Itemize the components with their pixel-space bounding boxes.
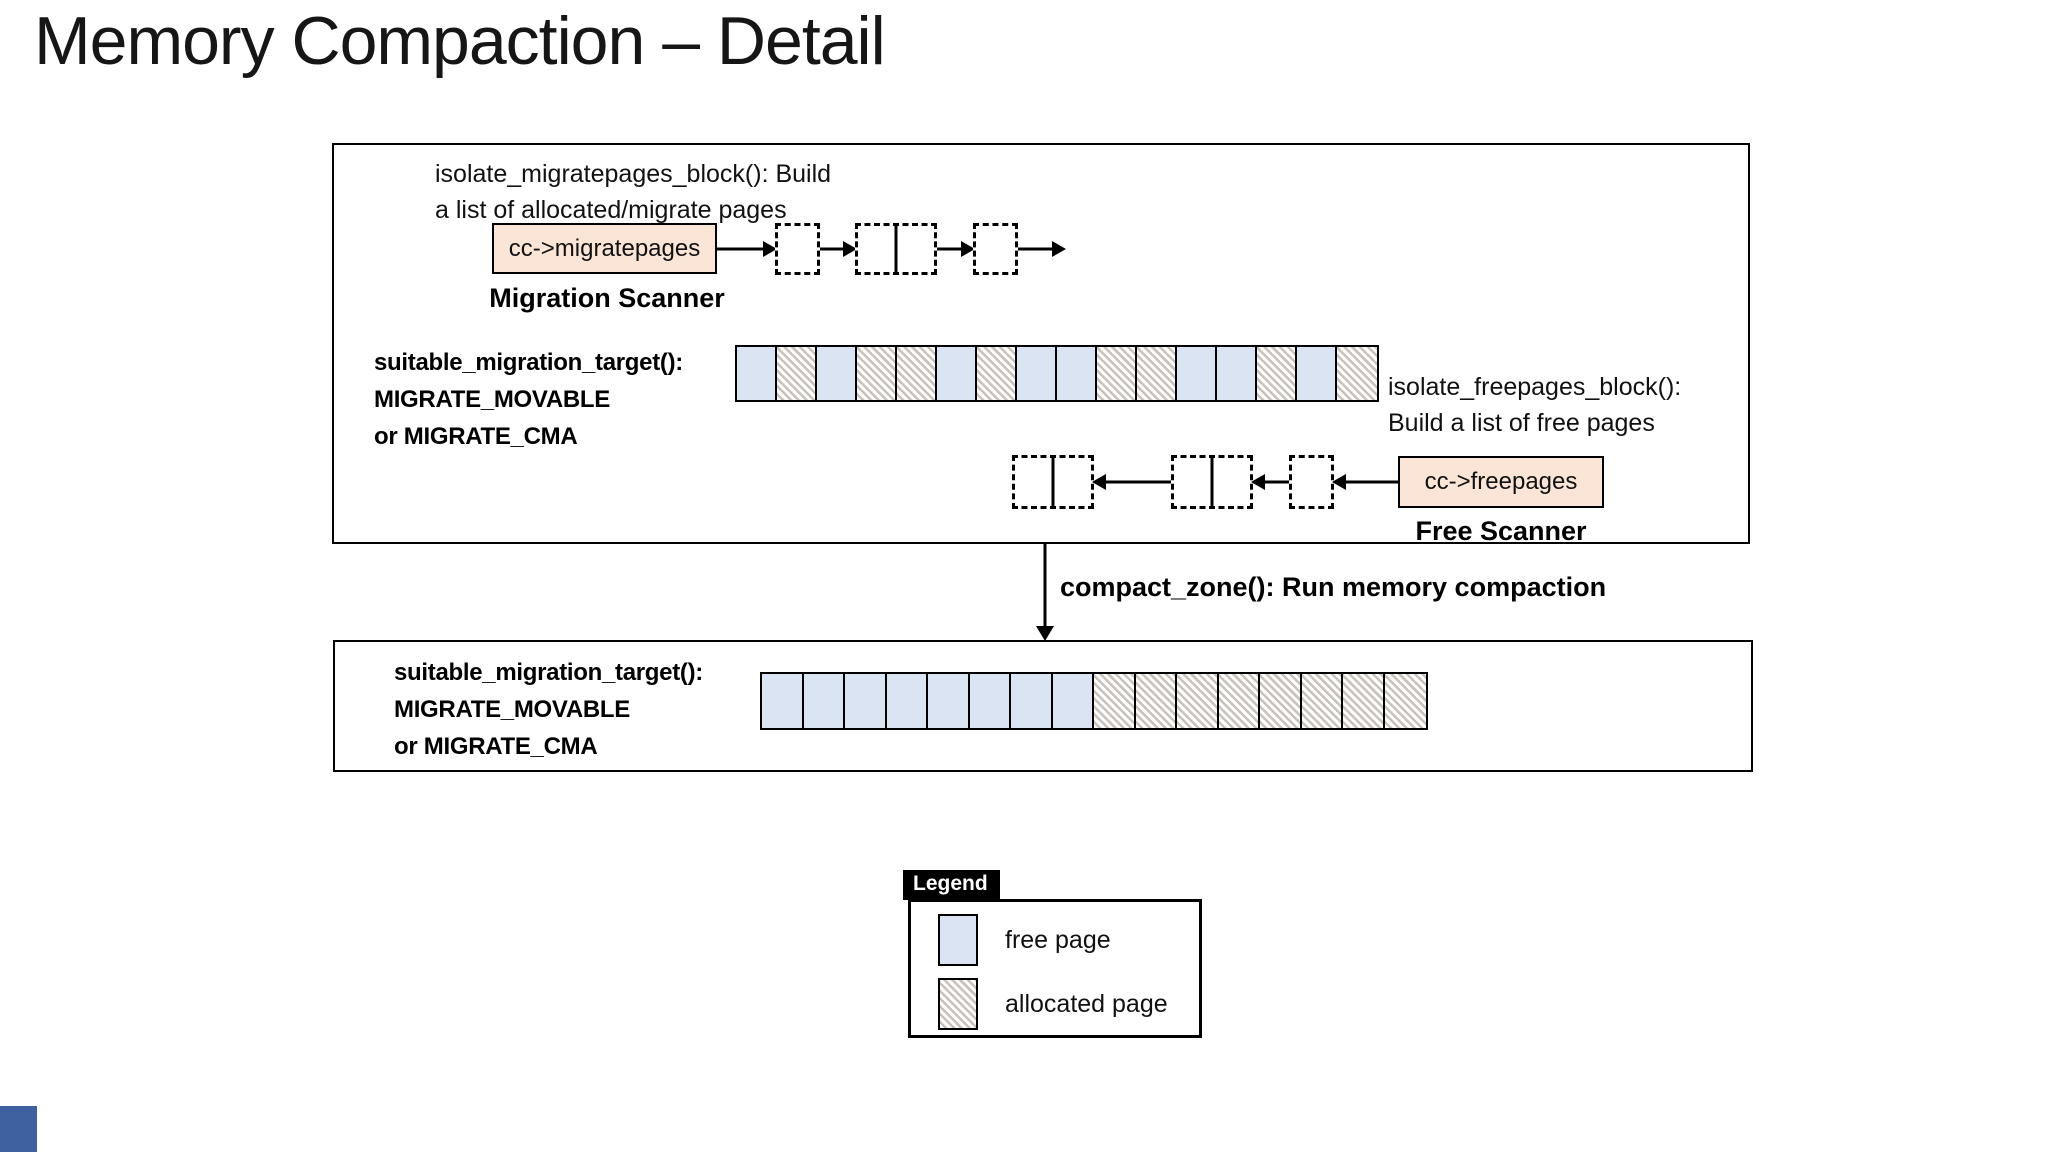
page-cell-free: [937, 347, 977, 400]
isolate-migratepages-note: isolate_migratepages_block(): Build a li…: [435, 156, 831, 228]
suitable-line3: or MIGRATE_CMA: [394, 733, 598, 760]
legend-box: free page allocated page: [908, 899, 1202, 1038]
page-list-node-pair: [1171, 455, 1253, 509]
page-cell-allocated: [1137, 347, 1177, 400]
page-cell-free: [1297, 347, 1337, 400]
page-cell-allocated: [897, 347, 937, 400]
zone-after-box: suitable_migration_target(): MIGRATE_MOV…: [333, 640, 1753, 772]
page-cell-free: [803, 674, 845, 728]
isolate-freepages-note-line2: Build a list of free pages: [1388, 409, 1655, 437]
page-cell-free: [969, 674, 1011, 728]
suitable-line1: suitable_migration_target():: [394, 659, 703, 686]
page-list-node: [973, 223, 1018, 275]
suitable-migration-target-note-after: suitable_migration_target(): MIGRATE_MOV…: [394, 654, 703, 765]
page-title: Memory Compaction – Detail: [34, 3, 886, 79]
page-cell-allocated: [1177, 674, 1219, 728]
memory-row-before: [735, 345, 1379, 402]
legend-swatch-allocated-page: [938, 978, 978, 1030]
arrow-right: [717, 223, 777, 275]
page-cell-free: [886, 674, 928, 728]
page-cell-allocated: [1097, 347, 1137, 400]
arrow-left: [1092, 455, 1171, 509]
legend-label-allocated-page: allocated page: [1005, 990, 1168, 1018]
legend-title-tab: Legend: [903, 870, 1000, 900]
arrow-shaft: [1043, 544, 1047, 630]
freepages-linked-list: [1012, 455, 1399, 509]
zone-before-box: isolate_migratepages_block(): Build a li…: [332, 143, 1750, 546]
arrow-right: [937, 223, 975, 275]
cc-freepages-label: cc->freepages: [1424, 468, 1578, 495]
page-cell-allocated: [777, 347, 817, 400]
arrow-head: [1036, 626, 1054, 641]
arrow-right: [820, 223, 857, 275]
page-cell-allocated: [857, 347, 897, 400]
arrow-left: [1332, 455, 1399, 509]
page-cell-free: [762, 674, 804, 728]
isolate-freepages-note: isolate_freepages_block(): Build a list …: [1388, 369, 1681, 441]
page-cell-allocated: [1384, 674, 1426, 728]
page-cell-allocated: [1257, 347, 1297, 400]
slide-corner-accent: [0, 1106, 37, 1152]
page-cell-free: [1057, 347, 1097, 400]
page-cell-allocated: [1094, 674, 1136, 728]
page-cell-free: [737, 347, 777, 400]
legend-swatch-free-page: [938, 914, 978, 966]
page-list-node-pair: [1012, 455, 1094, 509]
page-cell-free: [1217, 347, 1257, 400]
suitable-line2: MIGRATE_MOVABLE: [374, 386, 610, 413]
cc-migratepages-label: cc->migratepages: [508, 234, 701, 262]
isolate-freepages-note-line1: isolate_freepages_block():: [1388, 373, 1682, 401]
page-cell-allocated: [977, 347, 1017, 400]
page-cell-free: [1011, 674, 1053, 728]
cc-migratepages-box: cc->migratepages: [492, 223, 717, 274]
page-cell-free: [1177, 347, 1217, 400]
page-cell-allocated: [1343, 674, 1385, 728]
suitable-migration-target-note-before: suitable_migration_target(): MIGRATE_MOV…: [374, 344, 683, 455]
suitable-line3: or MIGRATE_CMA: [374, 423, 578, 450]
free-scanner-label: Free Scanner: [1415, 516, 1587, 546]
page-cell-free: [817, 347, 857, 400]
migratepages-linked-list: [717, 223, 1066, 275]
page-cell-free: [1017, 347, 1057, 400]
compact-zone-arrow: [1036, 544, 1054, 641]
arrow-left: [1251, 455, 1289, 509]
page-cell-free: [1052, 674, 1094, 728]
legend-label-free-page: free page: [1005, 926, 1111, 954]
page-cell-allocated: [1135, 674, 1177, 728]
page-cell-allocated: [1218, 674, 1260, 728]
arrow-right: [1018, 223, 1066, 275]
page-cell-free: [928, 674, 970, 728]
page-cell-free: [845, 674, 887, 728]
memory-row-after: [760, 672, 1428, 730]
migration-scanner-label: Migration Scanner: [489, 283, 725, 313]
cc-freepages-box: cc->freepages: [1398, 456, 1604, 508]
isolate-migratepages-note-line2: a list of allocated/migrate pages: [435, 196, 787, 224]
page-cell-allocated: [1301, 674, 1343, 728]
page-list-node-pair: [855, 223, 937, 275]
page-list-node: [1289, 455, 1334, 509]
suitable-line2: MIGRATE_MOVABLE: [394, 696, 630, 723]
compact-zone-label: compact_zone(): Run memory compaction: [1060, 572, 1607, 602]
page-cell-allocated: [1260, 674, 1302, 728]
page-cell-allocated: [1337, 347, 1377, 400]
page-list-node: [775, 223, 820, 275]
suitable-line1: suitable_migration_target():: [374, 349, 683, 376]
isolate-migratepages-note-line1: isolate_migratepages_block(): Build: [435, 160, 832, 188]
